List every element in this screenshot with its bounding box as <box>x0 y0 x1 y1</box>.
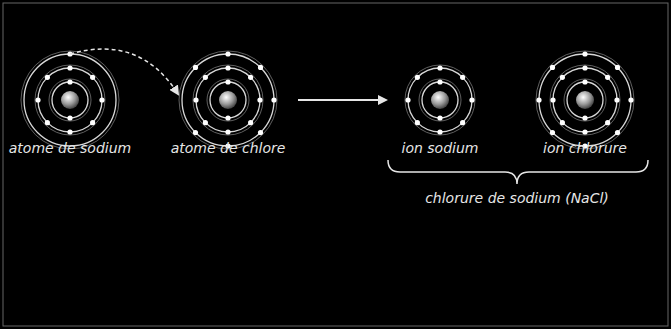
electron-shell <box>24 54 116 146</box>
electron-shell <box>52 82 88 118</box>
electron-transfer-arrow <box>70 49 178 94</box>
electron-shell <box>193 65 263 135</box>
nucleus <box>219 91 237 109</box>
particle-label: ion sodium <box>402 140 479 157</box>
electron <box>248 75 253 80</box>
electron <box>271 97 276 102</box>
electron <box>550 97 555 102</box>
electron-shell <box>553 68 617 132</box>
electron <box>193 130 198 135</box>
electron <box>225 129 230 134</box>
electron <box>469 97 474 102</box>
electron <box>582 65 587 70</box>
electron <box>35 97 40 102</box>
nucleus <box>431 91 449 109</box>
brace <box>388 160 648 184</box>
nucleus <box>576 91 594 109</box>
electron-shell <box>210 82 246 118</box>
electron <box>193 65 198 70</box>
electron <box>550 130 555 135</box>
electron <box>605 75 610 80</box>
electron-shell <box>182 54 274 146</box>
electron <box>45 75 50 80</box>
electron-shell <box>35 65 105 135</box>
electron <box>628 97 633 102</box>
electron <box>437 115 442 120</box>
electron <box>225 51 230 56</box>
electron <box>560 75 565 80</box>
compound-label: chlorure de sodium (NaCl) <box>425 190 609 207</box>
electron-shell <box>419 79 461 121</box>
electron <box>90 75 95 80</box>
electron-shell <box>49 79 91 121</box>
nucleus <box>61 91 79 109</box>
electron <box>615 65 620 70</box>
particle-label: atome de chlore <box>171 140 286 157</box>
electron <box>415 120 420 125</box>
electron-shell <box>405 65 475 135</box>
electron <box>67 129 72 134</box>
electron <box>582 115 587 120</box>
electron-shell <box>207 79 249 121</box>
electron <box>415 75 420 80</box>
electron <box>437 129 442 134</box>
electron <box>460 75 465 80</box>
electron-shell <box>564 79 606 121</box>
electron-shell <box>539 54 631 146</box>
electron <box>437 79 442 84</box>
electron <box>258 65 263 70</box>
electron <box>99 97 104 102</box>
electron <box>248 120 253 125</box>
electron <box>225 65 230 70</box>
atoms <box>21 51 634 149</box>
electron-shell <box>408 68 472 132</box>
electron <box>437 65 442 70</box>
electron <box>225 115 230 120</box>
electron <box>225 79 230 84</box>
electron <box>550 65 555 70</box>
electron <box>67 65 72 70</box>
electron <box>258 130 263 135</box>
electron <box>460 120 465 125</box>
electron <box>193 97 198 102</box>
particle-label: atome de sodium <box>9 140 131 157</box>
electron-shell <box>550 65 620 135</box>
electron-shell <box>536 51 634 149</box>
electron-shell <box>38 68 102 132</box>
electron <box>203 75 208 80</box>
electron-shell <box>567 82 603 118</box>
electron-shell <box>196 68 260 132</box>
electron <box>67 115 72 120</box>
electron <box>257 97 262 102</box>
electron <box>203 120 208 125</box>
reaction-arrow <box>298 99 386 101</box>
particle-label: ion chlorure <box>543 140 627 157</box>
electron <box>605 120 610 125</box>
electron <box>615 130 620 135</box>
electron-shell <box>21 51 119 149</box>
electron <box>536 97 541 102</box>
electron <box>614 97 619 102</box>
electron <box>405 97 410 102</box>
electron-shell <box>179 51 277 149</box>
electron-shell <box>422 82 458 118</box>
electron <box>45 120 50 125</box>
electron <box>582 79 587 84</box>
electron <box>67 79 72 84</box>
electron <box>582 129 587 134</box>
electron <box>90 120 95 125</box>
frame <box>3 3 668 326</box>
electron <box>582 51 587 56</box>
electron <box>560 120 565 125</box>
